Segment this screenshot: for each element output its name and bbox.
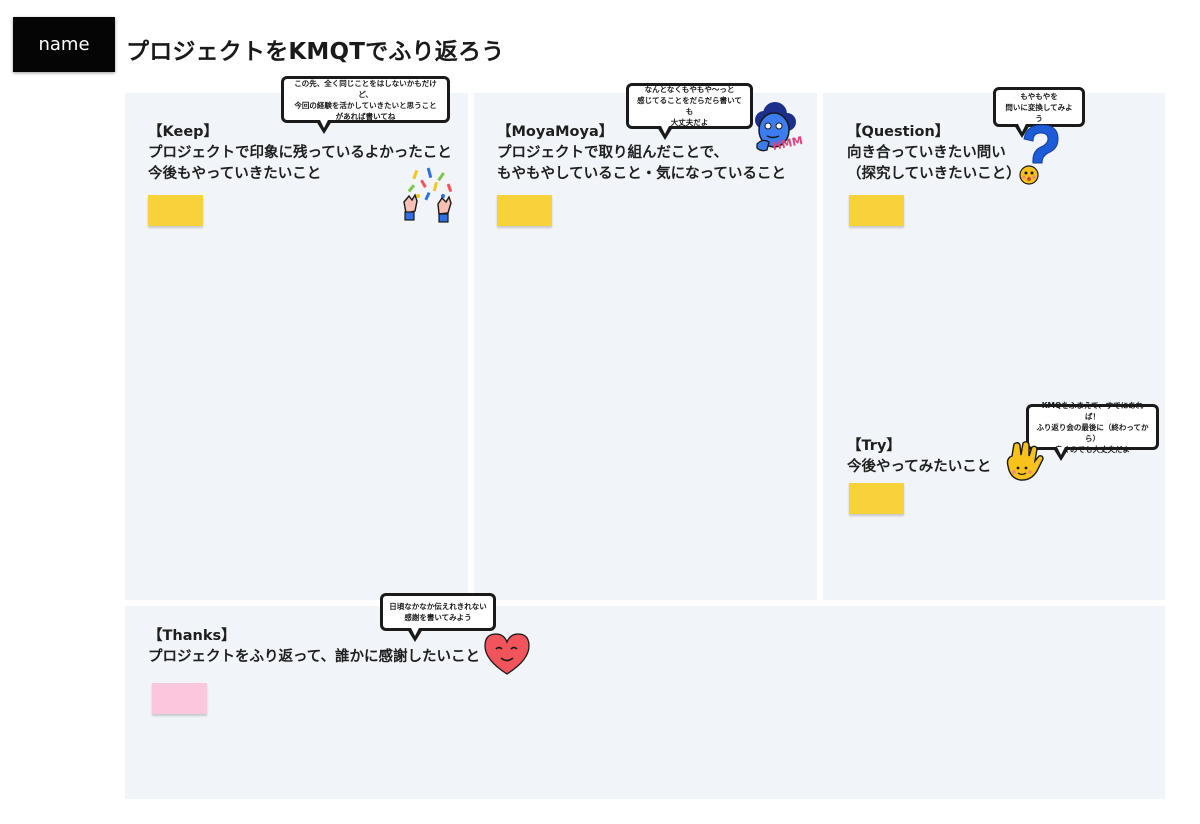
thanks-heading: 【Thanks】 bbox=[148, 628, 236, 644]
keep-desc-line2: 今後もやっていきたいこと bbox=[148, 166, 322, 182]
question-try-panel[interactable] bbox=[823, 93, 1165, 600]
try-bubble-text: KMQをふまえて、すでにあれば！ ふり返り会の最後に（終わってから） 書くのでも… bbox=[1036, 400, 1149, 454]
thanks-desc-line1: プロジェクトをふり返って、誰かに感謝したいこと bbox=[148, 649, 481, 665]
keep-speech-bubble: この先、全く同じことをはしないかもだけど、 今回の経験を活かしていきたいと思うこ… bbox=[281, 76, 450, 134]
bubble-tail bbox=[1053, 447, 1069, 461]
name-tag[interactable]: name bbox=[13, 17, 115, 72]
smiling-heart-icon bbox=[484, 633, 530, 675]
try-desc-line1: 今後やってみたいこと bbox=[847, 459, 992, 475]
moyamoya-bubble-text: なんとなくもやもや〜っと 感じてることをだらだら書いても 大丈夫だよ bbox=[637, 85, 742, 127]
question-speech-bubble: もやもやを 問いに変換してみよう bbox=[993, 87, 1085, 138]
thinking-face-icon: HMM bbox=[745, 100, 804, 158]
try-sticky-note[interactable] bbox=[849, 483, 904, 514]
thanks-panel[interactable] bbox=[125, 606, 1165, 799]
thanks-sticky-note[interactable] bbox=[152, 683, 207, 714]
moyamoya-heading: 【MoyaMoya】 bbox=[497, 124, 614, 140]
thanks-section-label: 【Thanks】 プロジェクトをふり返って、誰かに感謝したいこと bbox=[148, 626, 480, 668]
moyamoya-section-label: 【MoyaMoya】 プロジェクトで取り組んだことで、 もやもやしていること・気… bbox=[497, 122, 786, 185]
thanks-bubble-text: 日頃なかなか伝えれきれない 感謝を書いてみよう bbox=[389, 602, 487, 622]
bubble-tail bbox=[316, 120, 332, 134]
board-title: プロジェクトをKMQTでふり返ろう bbox=[126, 39, 505, 65]
confetti-hands-icon bbox=[403, 167, 453, 223]
keep-desc-line1: プロジェクトで印象に残っているよかったこと bbox=[148, 145, 452, 161]
moyamoya-sticky-note[interactable] bbox=[497, 195, 552, 226]
bubble-tail bbox=[407, 628, 423, 642]
keep-sticky-note[interactable] bbox=[148, 195, 203, 226]
moyamoya-desc-line1: プロジェクトで取り組んだことで、 bbox=[497, 145, 728, 161]
question-section-label: 【Question】 向き合っていきたい問い （探究していきたいこと） bbox=[847, 122, 1021, 185]
keep-section-label: 【Keep】 プロジェクトで印象に残っているよかったこと 今後もやっていきたいこ… bbox=[148, 122, 452, 185]
try-section-label: 【Try】 今後やってみたいこと bbox=[847, 436, 991, 478]
try-speech-bubble: KMQをふまえて、すでにあれば！ ふり返り会の最後に（終わってから） 書くのでも… bbox=[1026, 401, 1159, 461]
keep-heading: 【Keep】 bbox=[148, 124, 219, 140]
question-desc-line1: 向き合っていきたい問い bbox=[847, 145, 1006, 161]
moyamoya-speech-bubble: なんとなくもやもや〜っと 感じてることをだらだら書いても 大丈夫だよ bbox=[626, 83, 753, 140]
moyamoya-desc-line2: もやもやしていること・気になっていること bbox=[497, 166, 786, 182]
question-bubble-text: もやもやを 問いに変換してみよう bbox=[1005, 91, 1073, 123]
try-heading: 【Try】 bbox=[847, 438, 901, 454]
question-desc-line2: （探究していきたいこと） bbox=[847, 166, 1021, 182]
thanks-speech-bubble: 日頃なかなか伝えれきれない 感謝を書いてみよう bbox=[380, 593, 496, 642]
moyamoya-panel[interactable] bbox=[474, 93, 817, 600]
keep-bubble-text: この先、全く同じことをはしないかもだけど、 今回の経験を活かしていきたいと思うこ… bbox=[294, 78, 437, 121]
waving-hand-icon bbox=[1006, 441, 1044, 481]
question-sticky-note[interactable] bbox=[849, 195, 904, 226]
keep-panel[interactable] bbox=[125, 93, 468, 600]
question-mark-icon bbox=[1019, 124, 1059, 185]
bubble-tail bbox=[657, 126, 673, 140]
question-heading: 【Question】 bbox=[847, 124, 950, 140]
